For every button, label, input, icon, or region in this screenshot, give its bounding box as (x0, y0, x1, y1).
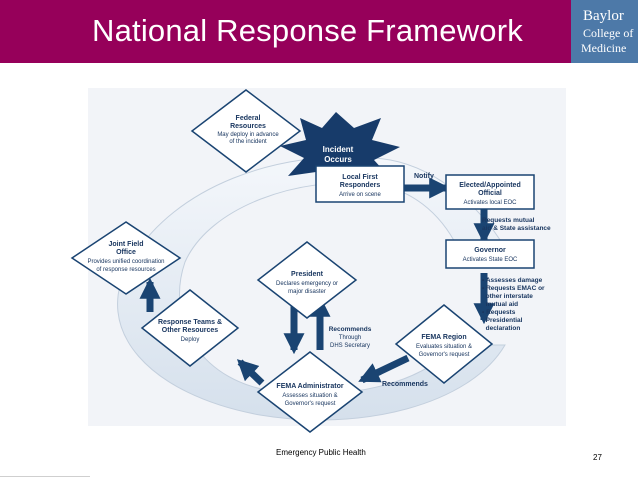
title-bar: National Response Framework (0, 0, 638, 63)
governor-title: Governor (474, 247, 506, 254)
logo-line-3: Medicine (581, 41, 627, 55)
governor-action-7: declaration (482, 325, 520, 332)
local-title-2: Responders (340, 182, 381, 189)
incident-label-2: Occurs (324, 155, 352, 164)
governor-action-4: mutual aid (482, 301, 518, 308)
arrow-region-to-admin (358, 354, 410, 384)
recommends-dhs-3: DHS Secretary (330, 343, 370, 349)
president-desc-1: Declares emergency or (276, 281, 338, 287)
fema-admin-desc-2: Governor's request (285, 401, 336, 407)
notify-label: Notify (414, 173, 434, 180)
jfo-title-2: Office (116, 249, 136, 256)
federal-desc-1: May deploy in advance (217, 132, 279, 138)
response-teams-title-1: Response Teams & (158, 319, 222, 326)
elected-title-2: Official (478, 190, 502, 197)
slide-footer: Emergency Public Health (276, 448, 366, 457)
slide-title: National Response Framework (92, 13, 523, 48)
logo-line-2: College of (583, 26, 634, 40)
elected-desc: Activates local EOC (463, 200, 517, 206)
fema-admin-title: FEMA Administrator (276, 383, 343, 390)
federal-title-2: Resources (230, 123, 266, 130)
president-diamond (256, 241, 358, 319)
recommends-label: Recommends (382, 381, 428, 388)
president-desc-2: major disaster (288, 289, 326, 295)
response-teams-title-2: Other Resources (162, 327, 219, 334)
governor-desc: Activates State EOC (463, 257, 518, 263)
fema-admin-diamond (256, 351, 364, 433)
federal-desc-2: of the incident (229, 139, 267, 145)
elected-title-1: Elected/Appointed (459, 182, 520, 189)
jfo-title-1: Joint Field (109, 241, 144, 248)
fema-region-title: FEMA Region (421, 334, 466, 341)
jfo-desc-1: Provides unified coordination (87, 259, 164, 265)
governor-action-5: • Requests (482, 309, 516, 316)
requests-label-1: Requests mutual (482, 217, 535, 224)
recommends-dhs-1: Recommends (329, 326, 372, 333)
local-responders-box (315, 165, 405, 203)
response-teams-desc: Deploy (181, 337, 200, 343)
page-number: 27 (593, 453, 602, 462)
fema-admin-desc-1: Assesses situation & (282, 393, 337, 399)
fema-region-diamond (394, 304, 494, 384)
local-desc: Arrive on scene (339, 192, 381, 198)
recommends-dhs-2: Through (339, 335, 361, 341)
response-teams-diamond (140, 289, 240, 367)
incident-label-1: Incident (323, 145, 354, 154)
governor-box (445, 239, 535, 269)
governor-action-3: other interstate (482, 293, 533, 300)
governor-action-6: Presidential (482, 317, 523, 324)
federal-resources-diamond (190, 89, 302, 173)
president-title: President (291, 271, 324, 278)
governor-action-2: • Requests EMAC or (482, 285, 545, 292)
elected-official-box (445, 174, 535, 210)
jfo-desc-2: of response resources (96, 267, 155, 273)
governor-action-1: • Assesses damage (482, 277, 543, 284)
requests-label-2: aid & State assistance (482, 225, 551, 232)
logo-line-1: Baylor (583, 8, 624, 24)
baylor-logo: Baylor College of Medicine (571, 0, 638, 63)
arrow-admin-to-teams (236, 359, 265, 386)
fema-region-desc-1: Evaluates situation & (416, 344, 472, 350)
fema-region-desc-2: Governor's request (419, 352, 470, 358)
local-title-1: Local First (342, 174, 378, 181)
jfo-diamond (70, 221, 182, 295)
federal-title-1: Federal (236, 115, 261, 122)
footer-divider (0, 476, 90, 477)
